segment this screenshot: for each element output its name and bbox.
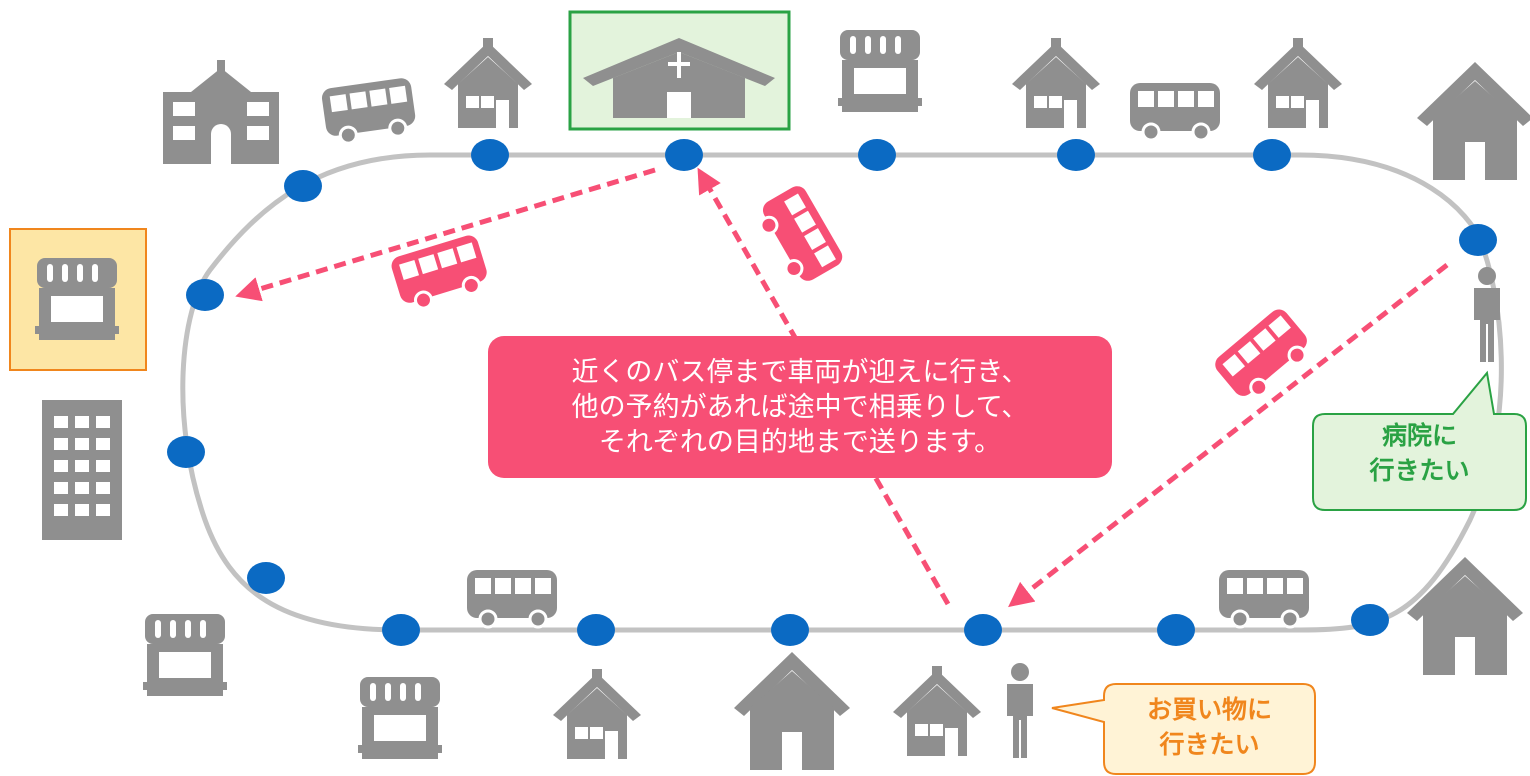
bubble-line: お買い物に	[1146, 695, 1272, 724]
shopping-request-text: お買い物に 行きたい	[1104, 692, 1315, 762]
bubble-line: 行きたい	[1159, 730, 1260, 759]
bus-icon	[319, 75, 420, 148]
building-icon	[42, 400, 122, 540]
hospital-request-text: 病院に 行きたい	[1313, 418, 1526, 488]
church-icon	[583, 38, 775, 118]
dispatch-arrow	[235, 167, 656, 302]
person-icon	[1474, 267, 1500, 362]
house-icon	[1254, 38, 1342, 128]
bus-stop	[577, 614, 615, 646]
house-icon	[1417, 62, 1530, 180]
person-icon	[1007, 663, 1033, 758]
bus-stop	[1253, 139, 1291, 171]
house-icon	[444, 38, 532, 128]
bubble-line: 病院に	[1381, 421, 1457, 450]
shopping-speech-bubble	[1051, 683, 1316, 775]
bus-stop	[247, 562, 285, 594]
bus-stop	[186, 279, 224, 311]
on-demand-bus-icon	[750, 181, 848, 291]
bus-stop	[1351, 604, 1389, 636]
bus-stop	[284, 170, 322, 202]
house-icon	[1012, 38, 1100, 128]
shop-icon	[35, 258, 119, 340]
bus-stop	[167, 436, 205, 468]
bus-stop	[1459, 224, 1497, 256]
house-icon	[893, 666, 981, 756]
shop-icon	[143, 614, 227, 696]
dispatch-arrow	[1008, 263, 1449, 608]
callout-line: 他の予約があれば途中で相乗りして、	[571, 391, 1029, 423]
bubble-line: 行きたい	[1369, 456, 1470, 485]
on-demand-bus-icon	[387, 231, 494, 316]
house-icon	[734, 652, 850, 770]
house-icon	[553, 669, 641, 759]
on-demand-bus-icon	[1209, 303, 1319, 409]
bus-stop	[1157, 614, 1195, 646]
bus-stop	[382, 614, 420, 646]
school-icon	[163, 60, 279, 164]
bus-stops	[167, 139, 1497, 646]
bus-icon	[1217, 568, 1311, 629]
bus-stop	[964, 614, 1002, 646]
bus-stop	[771, 614, 809, 646]
house-icon	[1407, 557, 1523, 675]
callout-line: 近くのバス停まで車両が迎えに行き、	[571, 356, 1029, 388]
hospital-speech-bubble	[1312, 370, 1527, 511]
bus-stop	[471, 139, 509, 171]
shop-icon	[358, 677, 442, 759]
shop-icon	[838, 30, 922, 112]
bus-icon	[465, 568, 559, 629]
bus-stop	[858, 139, 896, 171]
service-description-callout: 近くのバス停まで車両が迎えに行き、 他の予約があれば途中で相乗りして、 それぞれ…	[488, 336, 1112, 478]
bus-icon	[1128, 81, 1222, 142]
bus-stop	[1057, 139, 1095, 171]
bus-stop	[665, 139, 703, 171]
callout-line: それぞれの目的地まで送ります。	[598, 426, 1002, 458]
